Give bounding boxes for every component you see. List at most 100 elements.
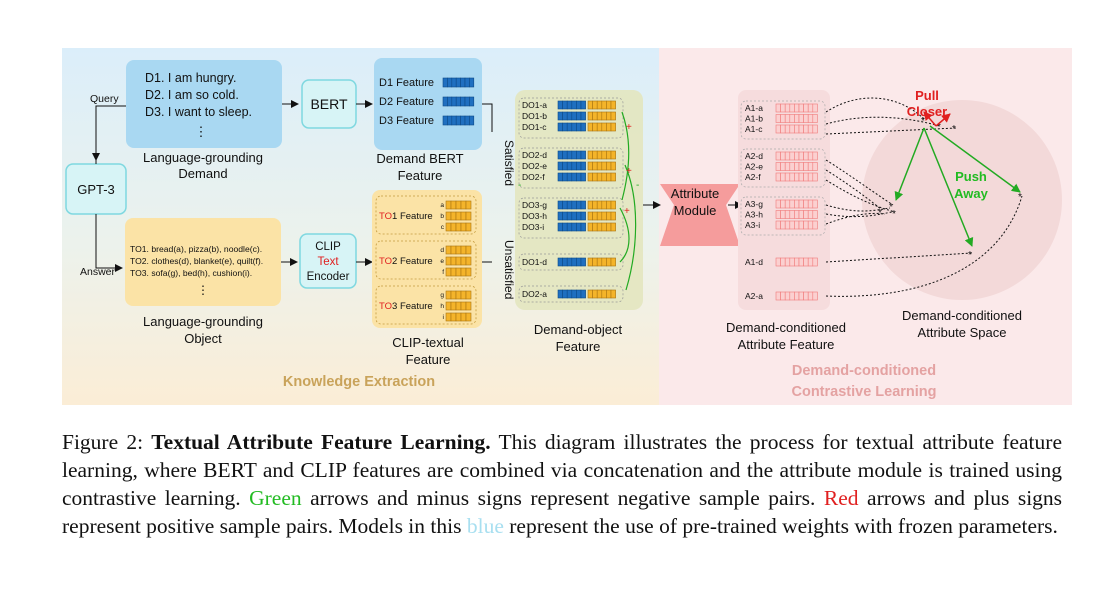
clip-feature-caption: Feature [406, 352, 451, 367]
attribute-feature-cell [794, 199, 800, 209]
demand-feature-cell [566, 211, 573, 221]
demand-object-group [518, 197, 624, 239]
attribute-feature-cell [789, 257, 795, 267]
object-feature-cell [610, 172, 616, 182]
caption-text: This diagram illustrates the process for… [62, 430, 1062, 510]
attribute-feature-cell [798, 151, 804, 161]
object-feature-cell [601, 150, 607, 160]
attribute-feature-cell [807, 103, 814, 113]
attribute-feature-cell [784, 257, 791, 267]
clip-feature-cell [460, 256, 467, 266]
caption-title: Textual Attribute Feature Learning. [151, 430, 491, 454]
demand-feature-cell [576, 222, 582, 232]
demand-feature-cell [562, 161, 568, 171]
attribute-feature-cell [780, 257, 786, 267]
attribute-feature-cell [775, 220, 781, 230]
attribute-feature-cell [789, 172, 795, 182]
object-feature-cell [601, 122, 607, 132]
object-feature-cell [592, 289, 598, 299]
object-feature-cell [592, 111, 598, 121]
object-feature-cell [587, 150, 593, 160]
clip-object-letter: h [440, 303, 444, 310]
attribute-feature-cell [807, 199, 814, 209]
demand-feature-cell [566, 222, 573, 232]
clip-feature-cell [460, 312, 467, 322]
attribute-feature-cell [803, 291, 809, 301]
demand-feature-cell [562, 200, 568, 210]
clip-feature-cell [445, 211, 452, 221]
clip-feature-cell [450, 200, 457, 210]
attribute-space-circle [862, 100, 1062, 300]
bert-feature-cell [447, 77, 453, 88]
attribute-feature-cell [812, 257, 818, 267]
object-feature-cell [592, 150, 598, 160]
object-feature-cell [587, 122, 593, 132]
pull-closer-label: Closer [907, 104, 947, 119]
attribute-feature-label: A1-c [745, 124, 763, 134]
negative-pair-curve [624, 164, 637, 291]
push-away-label: Push [955, 169, 987, 184]
clip-feature-cell [455, 267, 462, 277]
demand-feature-cell [566, 257, 573, 267]
attribute-feature-cell [775, 199, 781, 209]
object-feature-cell [587, 172, 593, 182]
figure-caption: Figure 2: Textual Attribute Feature Lear… [62, 428, 1062, 540]
bert-feature-cell [451, 96, 457, 107]
attribute-feature-cell [807, 114, 814, 123]
attribute-feature-cell [775, 114, 781, 123]
attribute-feature-cell [798, 210, 804, 219]
demand-feature-cell [557, 172, 563, 182]
attribute-feature-cell [780, 199, 786, 209]
clip-feature-cell [465, 256, 472, 266]
contrastive-learning-title: Contrastive Learning [791, 384, 936, 400]
demand-feature-cell [557, 211, 563, 221]
attribute-feature-cell [784, 151, 791, 161]
clip-feature-cell [460, 211, 467, 221]
demand-feature-cell [566, 161, 573, 171]
attribute-feature-cell [794, 162, 800, 171]
demand-caption: Language-grounding [143, 150, 263, 165]
object-feature-cell [601, 257, 607, 267]
demand-object-label: DO1-d [522, 257, 547, 267]
demand-object-label: DO2-d [522, 150, 547, 160]
clip-feature-cell [445, 267, 452, 277]
object-feature-cell [596, 161, 603, 171]
query-arrow [92, 105, 126, 161]
demand-feature-cell [580, 211, 586, 221]
attribute-feature-cell [784, 103, 791, 113]
attribute-feature-cell [803, 210, 809, 219]
demand-feature-cell [566, 200, 573, 210]
demand-feature-cell [571, 211, 577, 221]
demand-feature-cell [576, 289, 582, 299]
clip-text-encoder-box [299, 233, 357, 289]
clip-feature-cell [455, 211, 462, 221]
attribute-feature-cell [798, 199, 804, 209]
demand-feature-cell [576, 122, 582, 132]
bert-feature-cell [460, 115, 466, 126]
push-arrow [923, 127, 974, 247]
attribute-feature-cell [807, 124, 814, 134]
object-feature-cell [587, 161, 593, 171]
demand-object-label: DO1-c [522, 122, 547, 132]
object-feature-cell [606, 222, 612, 232]
attribute-feature-cell [780, 103, 786, 113]
attribute-feature-label: A2-e [745, 162, 763, 172]
object-feature-cell [592, 200, 598, 210]
attribute-space-caption: Attribute Space [918, 325, 1007, 340]
bert-feature-caption: Feature [398, 168, 443, 183]
demand-feature-cell [571, 222, 577, 232]
demand-box [126, 60, 282, 148]
demand-feature-cell [571, 161, 577, 171]
object-feature-cell [587, 100, 593, 110]
attribute-feature-cell [812, 210, 818, 219]
negative-pair-curve [621, 111, 630, 201]
attribute-feature-cell [784, 124, 791, 134]
attribute-feature-cell [812, 124, 818, 134]
attribute-feature-cell [807, 257, 814, 267]
bert-label: BERT [310, 96, 348, 112]
clip-feature-label: TO2 Feature [379, 256, 433, 267]
clip-object-letter: f [442, 269, 444, 276]
unsatisfied-label: Unsatisfied [502, 240, 516, 299]
bert-feature-cell [442, 96, 448, 107]
object-feature-cell [601, 200, 607, 210]
